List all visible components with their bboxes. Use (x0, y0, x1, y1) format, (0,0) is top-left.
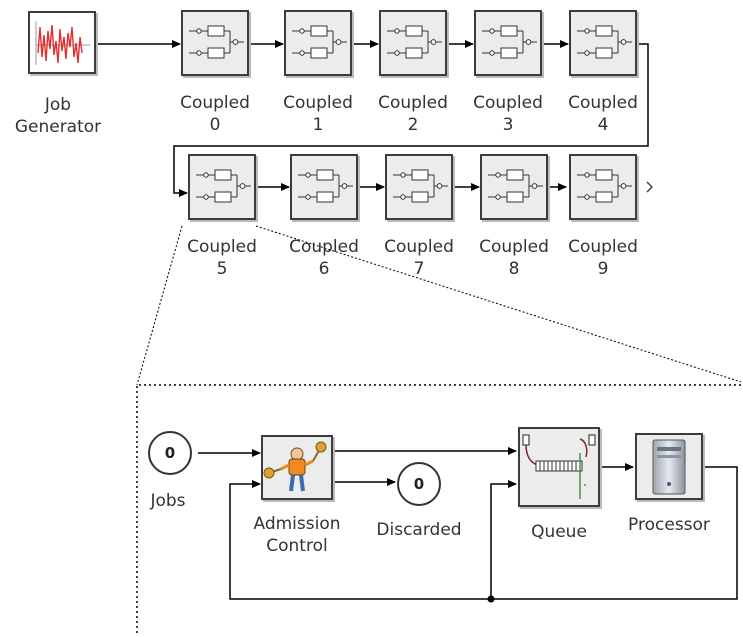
processor-label: Processor (628, 515, 710, 535)
coupled-block-2[interactable] (379, 10, 447, 76)
coupled-subsystem-icon (577, 25, 632, 59)
coupled-block-0[interactable] (181, 10, 249, 76)
coupled-block-3[interactable] (474, 10, 542, 76)
server-tower-icon (652, 439, 686, 495)
coupled-block-1[interactable] (284, 10, 352, 76)
queue-block[interactable] (518, 427, 600, 507)
coupled-block-8[interactable] (480, 154, 548, 220)
traffic-controller-icon (263, 441, 327, 492)
signal-waveform-icon (35, 21, 90, 65)
queue-label: Queue (531, 522, 587, 542)
coupled-subsystem-icon (189, 25, 244, 59)
admission-control-block[interactable] (261, 435, 333, 500)
coupled-9-output-chevron (646, 181, 653, 193)
discarded-display[interactable]: 0 (397, 462, 441, 506)
coupled-subsystem-icon (298, 169, 353, 203)
discarded-label: Discarded (376, 520, 462, 540)
processor-block[interactable] (635, 433, 703, 500)
queue-icon (522, 434, 596, 499)
wire-processor-feedback (229, 466, 738, 600)
coupled-block-9[interactable] (569, 154, 637, 220)
jobs-label: Jobs (150, 491, 186, 511)
job-generator-block[interactable] (28, 11, 96, 74)
coupled-subsystem-icon (482, 25, 537, 59)
coupled-block-5[interactable] (188, 154, 256, 220)
coupled-block-7[interactable] (385, 154, 453, 220)
coupled-subsystem-icon (387, 25, 442, 59)
jobs-display[interactable]: 0 (148, 431, 192, 475)
wire-coupled-4-to-5 (173, 43, 649, 197)
coupled-block-4[interactable] (569, 10, 637, 76)
coupled-block-6[interactable] (290, 154, 358, 220)
detail-frame (136, 384, 743, 633)
zoom-line-left (136, 225, 183, 386)
coupled-subsystem-icon (488, 169, 543, 203)
wire-feedback-to-queue (490, 480, 517, 599)
coupled-subsystem-icon (196, 169, 251, 203)
wire-junction-dot (487, 595, 495, 603)
zoom-line-right (255, 225, 742, 383)
coupled-subsystem-icon (292, 25, 347, 59)
coupled-subsystem-icon (577, 169, 632, 203)
coupled-subsystem-icon (393, 169, 448, 203)
